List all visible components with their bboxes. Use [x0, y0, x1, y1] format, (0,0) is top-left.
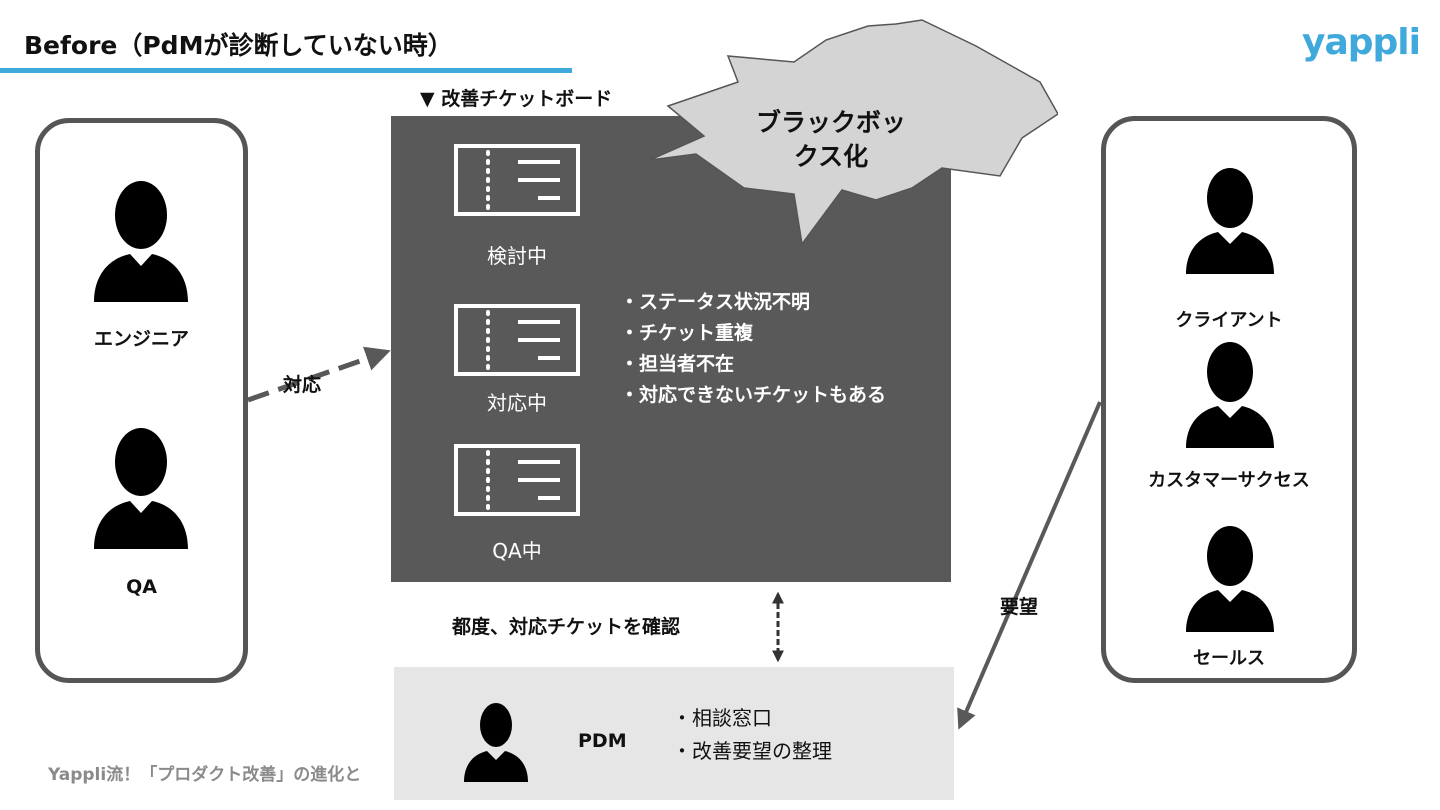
- pdm-person-icon: [464, 703, 528, 782]
- ticket-status-reviewing: 検討中: [487, 244, 547, 268]
- title-underline: [0, 68, 572, 73]
- issue-item: ・チケット重複: [620, 322, 754, 344]
- engineer-action-label: 対応: [283, 374, 322, 396]
- slide-title: Before（PdMが診断していない時）: [24, 31, 453, 60]
- ticket-icon-in-progress: [454, 304, 580, 376]
- client-person-icon: [1186, 168, 1274, 274]
- issue-item: ・ステータス状況不明: [620, 291, 811, 313]
- request-label: 要望: [1000, 596, 1039, 618]
- client-label: クライアント: [1175, 310, 1283, 331]
- footer-caption: Yappli流！「プロダクト改善」の進化と: [48, 765, 362, 785]
- black-box-line-2: クス化: [793, 142, 869, 171]
- arrow-engineer-to-board: [247, 346, 391, 403]
- customer-success-person-icon: [1186, 342, 1274, 448]
- qa-label: QA: [126, 576, 157, 598]
- black-box-burst: [649, 19, 1058, 246]
- check-tickets-label: 都度、対応チケットを確認: [452, 616, 681, 638]
- ticket-icon-qa: [454, 444, 580, 516]
- ticket-status-in-progress: 対応中: [487, 391, 547, 415]
- black-box-line-1: ブラックボッ: [755, 108, 906, 137]
- issue-item: ・対応できないチケットもある: [620, 384, 887, 406]
- sales-label: セールス: [1193, 648, 1265, 669]
- qa-person-icon: [94, 428, 188, 549]
- black-box-text: ブラックボッ クス化: [746, 106, 916, 174]
- engineer-person-icon: [94, 181, 188, 302]
- pdm-label: PDM: [578, 730, 627, 752]
- yappli-logo: yappli: [1302, 22, 1421, 63]
- pdm-note-item: ・相談窓口: [672, 706, 772, 730]
- board-title: ▼ 改善チケットボード: [420, 88, 613, 110]
- pdm-note-item: ・改善要望の整理: [672, 739, 832, 763]
- pdm-notes: ・相談窓口 ・改善要望の整理: [672, 702, 832, 768]
- engineer-label: エンジニア: [93, 328, 189, 350]
- customer-success-label: カスタマーサクセス: [1148, 470, 1310, 491]
- arrow-request-to-pdm: [957, 401, 1102, 730]
- ticket-status-qa: QA中: [492, 539, 542, 563]
- issue-item: ・担当者不在: [620, 353, 735, 375]
- ticket-icon-reviewing: [454, 144, 580, 216]
- sales-person-icon: [1186, 526, 1274, 632]
- issue-list: ・ステータス状況不明 ・チケット重複 ・担当者不在 ・対応できないチケットもある: [620, 287, 886, 411]
